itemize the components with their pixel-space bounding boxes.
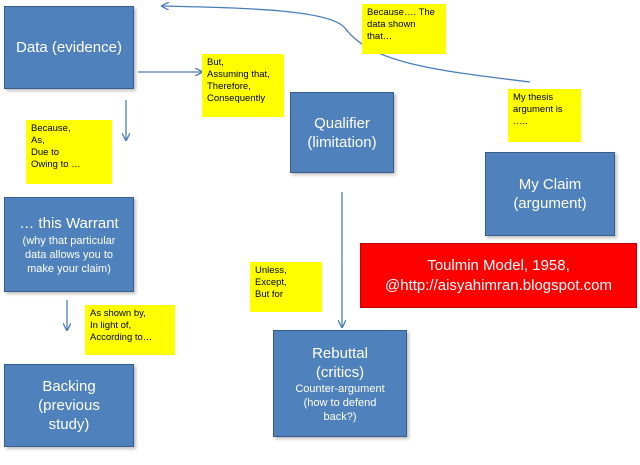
note-line: Assuming that, bbox=[207, 69, 270, 80]
note-line: Therefore, bbox=[207, 81, 251, 92]
title-line-1: Toulmin Model, 1958, bbox=[427, 256, 570, 274]
backing-line: study) bbox=[48, 416, 90, 433]
note-line: Consequently bbox=[207, 93, 266, 104]
note-line: Except, bbox=[255, 277, 287, 288]
rebuttal-title: Rebuttal bbox=[312, 344, 368, 362]
note-because-data: Because…. The data shown that… bbox=[362, 4, 446, 54]
note-thesis: My thesis argument is ….. bbox=[508, 89, 581, 142]
rebuttal-line: back?) bbox=[323, 410, 357, 423]
note-line: Due to bbox=[31, 147, 59, 158]
note-unless: Unless, Except, But for bbox=[250, 262, 322, 312]
note-because-as: Because, As, Due to Owing to … bbox=[26, 120, 112, 184]
note-line: But, bbox=[207, 57, 224, 68]
toulmin-title-box: Toulmin Model, 1958, @http://aisyahimran… bbox=[360, 243, 637, 308]
note-line: Because, bbox=[31, 123, 71, 134]
note-line: that… bbox=[367, 31, 393, 42]
note-but-assuming: But, Assuming that, Therefore, Consequen… bbox=[202, 54, 284, 117]
rebuttal-line: Counter-argument bbox=[295, 382, 385, 395]
qualifier-title: Qualifier bbox=[314, 114, 370, 132]
note-line: Because…. The bbox=[367, 7, 435, 18]
claim-box: My Claim (argument) bbox=[485, 152, 615, 236]
qualifier-box: Qualifier (limitation) bbox=[290, 92, 394, 173]
qualifier-subtitle: (limitation) bbox=[307, 133, 377, 151]
note-line: As, bbox=[31, 135, 45, 146]
note-line: Unless, bbox=[255, 265, 287, 276]
note-line: As shown by, bbox=[90, 308, 146, 319]
backing-box: Backing (previous study) bbox=[4, 364, 134, 447]
note-line: But for bbox=[255, 289, 283, 300]
warrant-box: … this Warrant (why that particular data… bbox=[4, 197, 134, 292]
data-box: Data (evidence) bbox=[4, 6, 134, 89]
note-line: argument is bbox=[513, 104, 563, 115]
warrant-title: … this Warrant bbox=[19, 214, 119, 232]
claim-title: My Claim bbox=[518, 176, 582, 193]
title-line-2: @http://aisyahimran.blogspot.com bbox=[385, 276, 612, 294]
note-line: ….. bbox=[513, 116, 528, 127]
claim-subtitle: (argument) bbox=[513, 195, 587, 212]
rebuttal-subtitle: (critics) bbox=[315, 363, 365, 381]
warrant-line: data allows you to bbox=[24, 248, 114, 261]
note-line: data shown bbox=[367, 19, 416, 30]
note-line: In light of, bbox=[90, 320, 132, 331]
warrant-line: make your claim) bbox=[27, 262, 111, 275]
backing-line: Backing bbox=[42, 378, 96, 395]
arrow-thesis-to-data bbox=[162, 6, 531, 83]
note-line: According to… bbox=[90, 332, 153, 343]
note-line: My thesis bbox=[513, 92, 554, 103]
rebuttal-box: Rebuttal (critics) Counter-argument (how… bbox=[273, 330, 407, 437]
note-as-shown: As shown by, In light of, According to… bbox=[85, 305, 175, 355]
rebuttal-line: (how to defend bbox=[303, 396, 377, 409]
warrant-line: (why that particular bbox=[22, 234, 116, 247]
note-line: Owing to … bbox=[31, 159, 81, 170]
backing-line: (previous bbox=[38, 397, 100, 414]
data-box-title: Data (evidence) bbox=[16, 39, 122, 56]
